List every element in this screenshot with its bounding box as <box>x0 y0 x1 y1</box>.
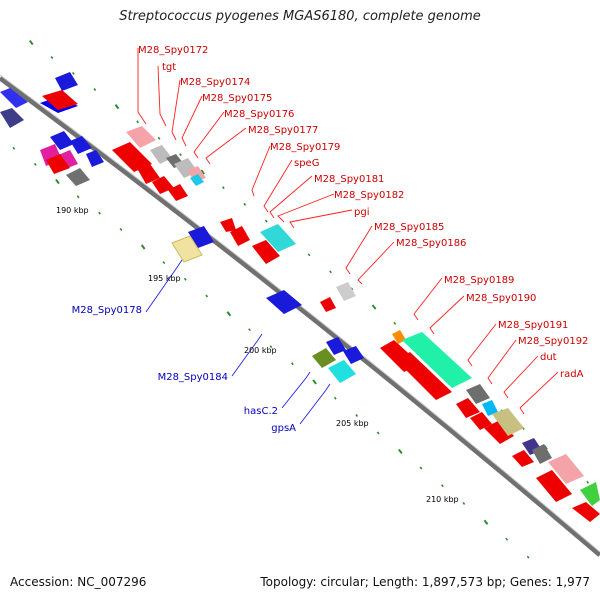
forward-strand-features <box>42 90 600 522</box>
gene-label: hasC.2 <box>244 406 278 417</box>
misc-features-outer <box>40 144 356 383</box>
position-tick <box>157 136 161 140</box>
position-tick <box>200 169 205 175</box>
position-tick <box>183 277 187 281</box>
position-tick <box>505 537 509 541</box>
kbp-label: 195 kbp <box>148 274 181 283</box>
reverse-strand-features <box>0 72 542 455</box>
gene-label: M28_Spy0178 <box>72 305 142 316</box>
position-tick <box>179 153 182 157</box>
position-tick <box>114 104 120 110</box>
position-tick <box>398 448 403 455</box>
gene-label: dut <box>540 352 557 363</box>
gene-label: M28_Spy0175 <box>202 93 272 104</box>
position-tick <box>312 379 317 385</box>
position-tick <box>28 39 34 46</box>
gene-label: radA <box>560 369 584 380</box>
gene-label: M28_Spy0190 <box>466 293 536 304</box>
gene-label: speG <box>294 158 319 169</box>
genome-summary-text: Topology: circular; Length: 1,897,573 bp… <box>260 575 590 589</box>
position-tick <box>355 414 359 417</box>
position-tick <box>205 294 209 298</box>
gene-label: M28_Spy0185 <box>374 222 444 233</box>
gene-labels: M28_Spy0172 tgt M28_Spy0174 M28_Spy0175 … <box>72 45 589 434</box>
accession-text: Accession: NC_007296 <box>10 575 147 589</box>
position-tick <box>483 519 489 525</box>
gene-label: M28_Spy0189 <box>444 275 514 286</box>
position-tick <box>119 228 123 231</box>
gene-label: tgt <box>162 62 176 73</box>
gene-label: M28_Spy0174 <box>180 77 250 88</box>
position-tick <box>371 304 377 310</box>
kbp-label: 190 kbp <box>56 206 89 215</box>
map-title: Streptococcus pyogenes MGAS6180, complet… <box>119 9 481 24</box>
kbp-labels: 190 kbp 195 kbp 200 kbp 205 kbp 210 kbp <box>56 206 459 504</box>
position-tick <box>419 466 423 470</box>
position-tick <box>586 480 590 484</box>
position-tick <box>526 555 530 559</box>
kbp-label: 205 kbp <box>336 419 369 428</box>
position-tick <box>243 202 247 206</box>
position-tick <box>55 178 60 185</box>
gene-label: M28_Spy0191 <box>498 320 568 331</box>
label-leaders <box>137 48 559 425</box>
position-tick <box>140 244 146 250</box>
position-tick <box>93 88 97 91</box>
position-tick <box>393 321 397 325</box>
position-tick <box>71 71 75 75</box>
gene-label: M28_Spy0184 <box>158 372 228 383</box>
position-tick <box>329 270 332 274</box>
position-tick <box>269 345 273 349</box>
position-tick <box>136 120 140 124</box>
position-tick <box>76 195 80 199</box>
gene-label: M28_Spy0172 <box>138 45 208 56</box>
gene-label: pgi <box>354 207 369 218</box>
gene-label: gpsA <box>271 423 296 434</box>
position-tick <box>441 484 444 488</box>
position-tick <box>264 219 268 223</box>
kbp-label: 210 kbp <box>426 495 459 504</box>
gene-label: M28_Spy0182 <box>334 190 404 201</box>
gene-label: M28_Spy0186 <box>396 238 466 249</box>
position-tick <box>33 162 37 166</box>
position-tick <box>307 253 311 257</box>
gene-label: M28_Spy0192 <box>518 336 588 347</box>
position-tick <box>291 362 294 366</box>
gene-label: M28_Spy0181 <box>314 174 384 185</box>
misc-features-inner <box>126 126 600 506</box>
position-tick <box>376 431 380 435</box>
position-tick <box>98 211 101 215</box>
gene-label: M28_Spy0177 <box>248 125 318 136</box>
kbp-label: 200 kbp <box>244 346 277 355</box>
position-tick <box>248 328 251 332</box>
position-tick <box>162 261 166 265</box>
position-tick <box>221 186 225 190</box>
gene-label: M28_Spy0176 <box>224 109 294 120</box>
position-tick <box>462 501 466 505</box>
gene-label: M28_Spy0179 <box>270 142 340 153</box>
position-tick <box>12 146 16 150</box>
position-tick <box>226 311 232 317</box>
position-tick <box>333 396 337 400</box>
position-tick <box>50 55 54 59</box>
